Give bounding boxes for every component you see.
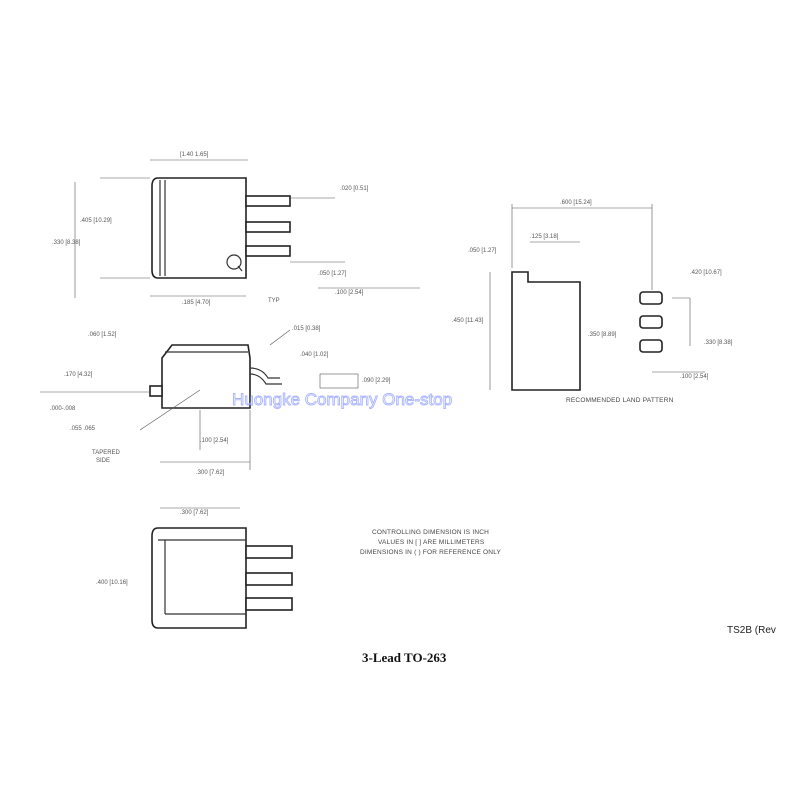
land-pad-label-3: .100 [2.54]	[680, 374, 709, 380]
land-pattern-caption: RECOMMENDED LAND PATTERN	[566, 397, 674, 404]
width-dim-label: .330 [8.38]	[52, 240, 81, 246]
right-dim-label-2: .050 [1.27]	[318, 271, 347, 277]
land-pad-1	[639, 291, 663, 305]
tapered-label: TAPERED	[92, 450, 121, 456]
land-pad-3	[639, 339, 663, 353]
note-line-3: DIMENSIONS IN ( ) FOR REFERENCE ONLY	[360, 549, 502, 556]
land-top2-label: .125 [3.18]	[530, 234, 559, 240]
lead-1	[245, 195, 291, 207]
bottom-left-label: .400 [10.16]	[96, 580, 128, 586]
side-dim-3: .040 [1.02]	[300, 352, 329, 358]
tapered-sub-label: SIDE	[96, 458, 110, 464]
lead-dim-label: .100 [2.54]	[335, 290, 364, 296]
note-line-1: CONTROLLING DIMENSION IS INCH	[372, 529, 489, 536]
right-dim-label-1: .020 [0.51]	[340, 186, 369, 192]
land-left-label: .450 [11.43]	[452, 318, 484, 324]
bottom-dim-label: .185 [4.70]	[182, 300, 211, 306]
side-body	[161, 344, 251, 409]
bottom-lead-2	[245, 572, 293, 586]
land-right-label: .350 [8.89]	[588, 332, 617, 338]
dim-leader-1	[269, 329, 291, 346]
land-top-label: .600 [15.24]	[560, 200, 592, 206]
land-pad-large	[511, 271, 581, 391]
pin1-marker	[226, 254, 242, 270]
land-left-top-label: .050 [1.27]	[468, 248, 497, 254]
land-pad-2	[639, 315, 663, 329]
side-dim-6: .055 .065	[70, 426, 96, 432]
gauge-label: .000-.008	[50, 406, 76, 412]
height-dim-label: .405 [10.29]	[80, 218, 112, 224]
bottom-lead-1	[245, 545, 293, 559]
land-pad-label-2: .330 [8.38]	[704, 340, 733, 346]
side-view: .060 [1.52] .015 [0.38] .040 [1.02] .170…	[40, 326, 391, 476]
side-dim-7: .300 [7.62]	[196, 470, 225, 476]
side-lead-2	[249, 373, 282, 385]
side-dim-4: .170 [4.32]	[64, 372, 93, 378]
side-tab	[149, 385, 163, 397]
land-pattern: .600 [15.24] .125 [3.18] .050 [1.27] .45…	[452, 200, 733, 404]
bottom-view: .300 [7.62] .400 [10.16]	[96, 507, 293, 629]
package-body	[151, 177, 247, 279]
side-dim-5: .090 [2.29]	[362, 378, 391, 384]
bottom-dim-label: .300 [7.62]	[180, 510, 209, 516]
revision-label: TS2B (Rev	[727, 625, 776, 636]
lead-3	[245, 245, 291, 257]
lead-typ-label: TYP	[268, 298, 280, 304]
note-line-2: VALUES IN [ ] ARE MILLIMETERS	[378, 539, 485, 546]
pin1-marker-tail	[237, 265, 243, 272]
notes-block: CONTROLLING DIMENSION IS INCH VALUES IN …	[360, 529, 502, 556]
lead-2	[245, 221, 291, 233]
top-view: [1.40 1.65] .405 [10.29] .330 [8.38] .18…	[52, 152, 420, 306]
package-title: 3-Lead TO-263	[362, 650, 447, 665]
side-dim-8: .100 [2.54]	[200, 438, 229, 444]
land-pad-label-1: .420 [10.67]	[690, 270, 722, 276]
side-lead	[249, 367, 280, 379]
gauge-box	[319, 373, 359, 389]
watermark-text: Huongke Company One-stop	[232, 390, 452, 409]
side-dim-1: .060 [1.52]	[88, 332, 117, 338]
bottom-body	[151, 527, 247, 629]
bottom-lead-3	[245, 597, 293, 611]
side-dim-2: .015 [0.38]	[292, 326, 321, 332]
top-dim-label: [1.40 1.65]	[180, 152, 209, 158]
dim-leader-tapered	[139, 389, 201, 431]
